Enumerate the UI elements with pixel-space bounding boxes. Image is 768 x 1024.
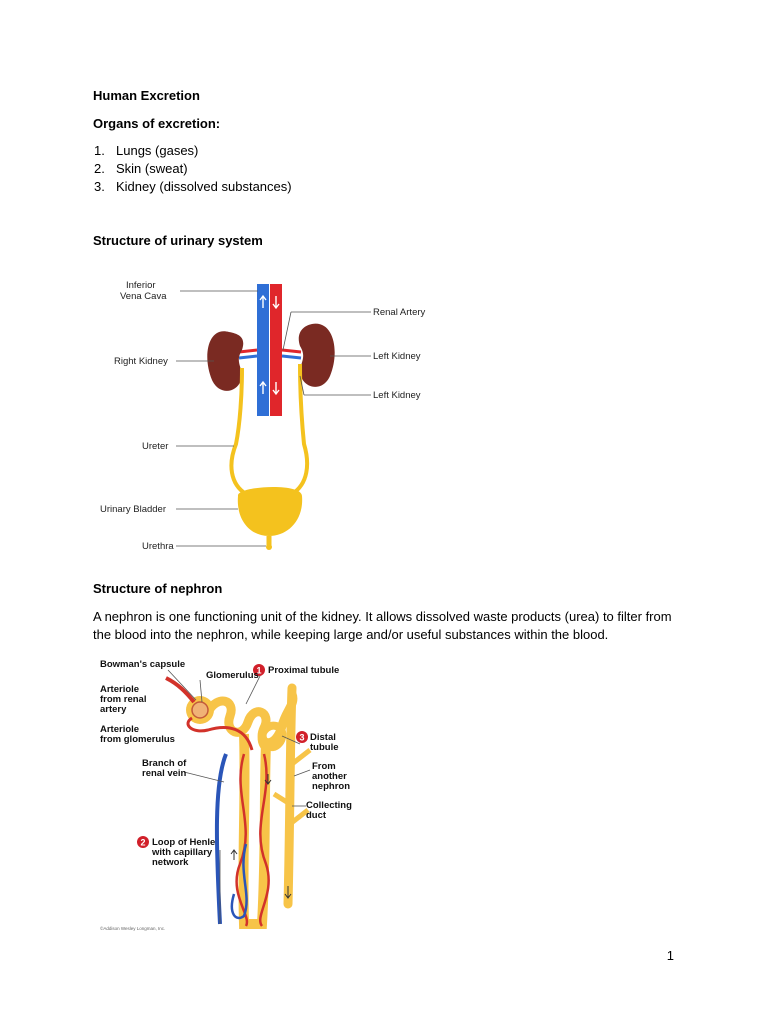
badge-3: 3	[299, 733, 304, 743]
ureter-left	[292, 364, 307, 494]
label-distal-2: tubule	[310, 742, 339, 753]
glomerulus	[192, 702, 208, 718]
nephron-diagram: 1 3 2 Bowman's capsule Glomerulus Proxim…	[96, 654, 358, 936]
label-proximal-tubule: Proximal tubule	[268, 665, 339, 676]
label-urethra: Urethra	[142, 541, 174, 552]
label-left-kidney-2: Left Kidney	[373, 390, 421, 401]
urinary-heading: Structure of urinary system	[93, 233, 263, 249]
renal-vein-branch	[217, 754, 226, 924]
label-ureter: Ureter	[142, 441, 168, 452]
label-renal-artery: Renal Artery	[373, 307, 426, 318]
organs-list: 1.Lungs (gases) 2.Skin (sweat) 3.Kidney …	[116, 142, 292, 196]
document-title: Human Excretion	[93, 88, 200, 104]
organs-heading: Organs of excretion:	[93, 116, 220, 132]
list-item: 1.Lungs (gases)	[116, 142, 292, 160]
label-inferior: Inferior	[126, 280, 156, 291]
list-item: 3.Kidney (dissolved substances)	[116, 178, 292, 196]
label-arteriole-renal-3: artery	[100, 704, 127, 715]
nephron-paragraph: A nephron is one functioning unit of the…	[93, 608, 693, 644]
copyright-text: ©Addison Wesley Longman, Inc.	[100, 925, 165, 931]
label-loop-3: network	[152, 857, 189, 868]
list-item: 2.Skin (sweat)	[116, 160, 292, 178]
nephron-heading: Structure of nephron	[93, 581, 222, 597]
label-vena-cava: Vena Cava	[120, 291, 167, 302]
label-from-3: nephron	[312, 781, 350, 792]
badge-2: 2	[140, 838, 145, 848]
page-number: 1	[667, 948, 674, 963]
label-right-kidney: Right Kidney	[114, 356, 168, 367]
label-collecting-2: duct	[306, 810, 327, 821]
label-urinary-bladder: Urinary Bladder	[100, 504, 166, 515]
label-left-kidney-1: Left Kidney	[373, 351, 421, 362]
urinary-bladder	[238, 487, 302, 536]
urinary-system-diagram: Inferior Vena Cava Renal Artery Right Ki…	[96, 264, 446, 568]
left-kidney	[299, 324, 335, 387]
label-glomerulus: Glomerulus	[206, 670, 259, 681]
label-arteriole-glom-2: from glomerulus	[100, 734, 175, 745]
label-bowmans-capsule: Bowman's capsule	[100, 659, 185, 670]
label-branch-2: renal vein	[142, 768, 187, 779]
